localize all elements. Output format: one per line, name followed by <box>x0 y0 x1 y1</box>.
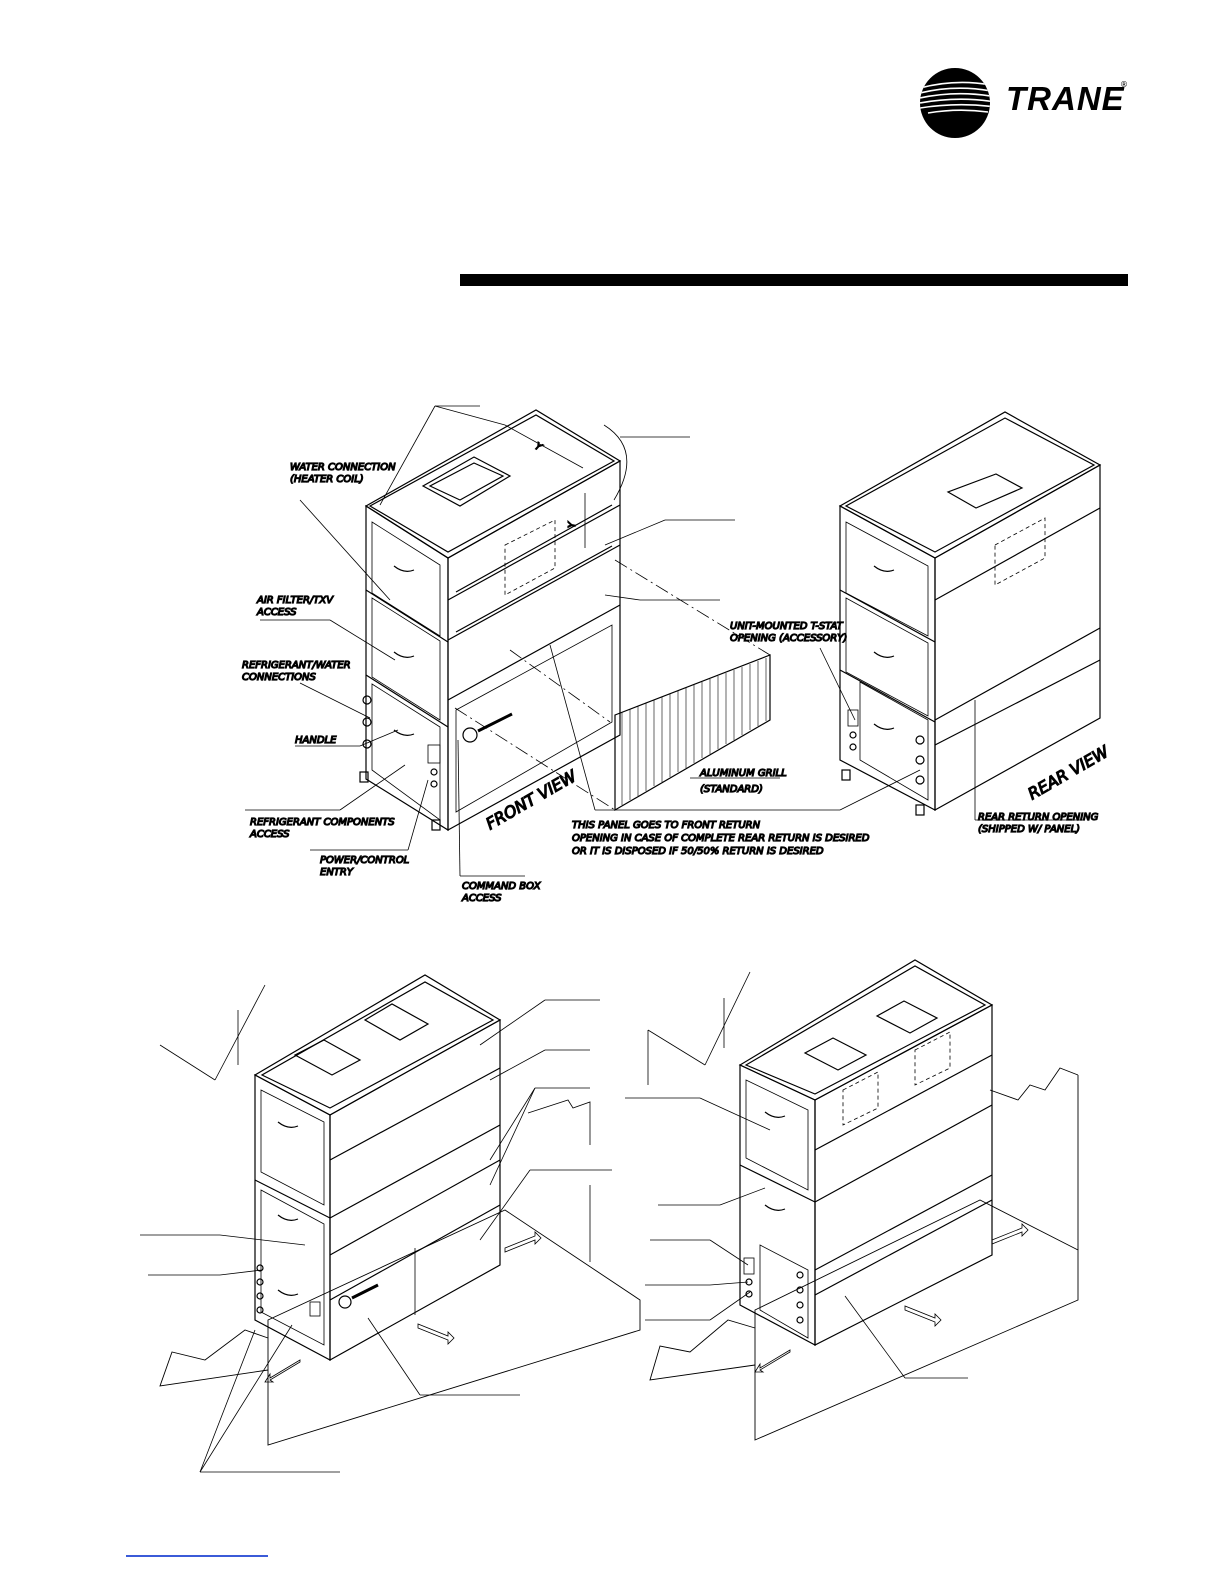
label-handle: HANDLE <box>295 735 337 746</box>
trane-globe-icon <box>920 68 990 138</box>
label-panel-note-3: OR IT IS DISPOSED IF 50/50% RETURN IS DE… <box>572 846 824 857</box>
front-view-unit <box>245 405 735 877</box>
label-command-box-sub: ACCESS <box>461 893 502 904</box>
label-panel-note-1: THIS PANEL GOES TO FRONT RETURN <box>572 820 761 831</box>
header-rule <box>460 274 1128 286</box>
label-panel-note-2: OPENING IN CASE OF COMPLETE REAR RETURN … <box>572 833 870 844</box>
label-dim-y-side: Y <box>567 521 578 528</box>
label-power-control: POWER/CONTROL <box>320 855 409 866</box>
unit-drawing: WATER CONNECTION (HEATER COIL) AIR FILTE… <box>140 405 1114 1473</box>
label-water-connection-sub: (HEATER COIL) <box>290 474 364 485</box>
footer-link-underline[interactable] <box>126 1555 268 1557</box>
aluminum-grill <box>454 559 921 812</box>
label-rear-view: REAR VIEW <box>1025 741 1113 803</box>
trane-logo: TRANE ® <box>918 66 1138 140</box>
brand-name: TRANE <box>1006 80 1125 117</box>
stacked-unit-front <box>140 974 641 1473</box>
label-water-connection: WATER CONNECTION <box>290 462 396 473</box>
registered-mark: ® <box>1120 80 1128 89</box>
label-refrigerant-components: REFRIGERANT COMPONENTS <box>250 817 395 828</box>
label-power-control-sub: ENTRY <box>320 867 354 878</box>
label-dim-y-top: Y <box>533 441 545 454</box>
label-refrigerant-components-sub: ACCESS <box>249 829 290 840</box>
label-aluminum-grill-sub: (STANDARD) <box>700 784 763 795</box>
stacked-unit-rear <box>625 959 1079 1441</box>
label-air-filter-sub: ACCESS <box>256 607 297 618</box>
label-rear-return: REAR RETURN OPENING <box>978 812 1099 823</box>
label-air-filter: AIR FILTER/TXV <box>256 595 334 606</box>
label-tstat-opening-sub: OPENING (ACCESSORY) <box>730 633 847 644</box>
label-refrigerant-water-sub: CONNECTIONS <box>242 672 317 683</box>
label-tstat-opening: UNIT-MOUNTED T-STAT <box>730 621 844 632</box>
label-refrigerant-water: REFRIGERANT/WATER <box>242 660 351 671</box>
label-front-view: FRONT VIEW <box>483 766 581 834</box>
label-aluminum-grill: ALUMINUM GRILL <box>699 768 787 779</box>
label-rear-return-sub: (SHIPPED W/ PANEL) <box>978 824 1080 835</box>
label-command-box: COMMAND BOX <box>462 881 542 892</box>
rear-view-unit <box>819 411 1102 821</box>
